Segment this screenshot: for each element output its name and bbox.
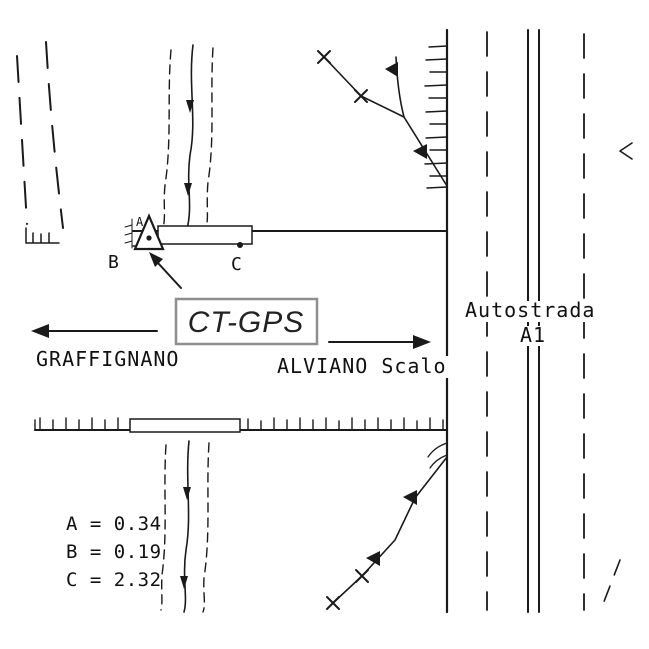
point-a-label: A bbox=[136, 215, 144, 229]
stream-upper bbox=[162, 44, 214, 230]
pennant-flag-icon bbox=[385, 62, 398, 77]
direction-arrows bbox=[31, 324, 431, 349]
survey-triangle-marker bbox=[133, 213, 165, 251]
stream-bank-right bbox=[205, 47, 214, 229]
powerline-upper bbox=[317, 50, 448, 187]
autostrada-label: Autostrada bbox=[465, 298, 595, 322]
horizontal-road bbox=[124, 213, 448, 289]
stream-centerline bbox=[186, 44, 194, 230]
measurement-a: A = 0.34 bbox=[66, 513, 162, 535]
stream-flow-arrow-icon bbox=[184, 183, 192, 196]
dashed-road-edge bbox=[16, 55, 28, 225]
stream-lower bbox=[160, 440, 210, 613]
pennant-flag-icon bbox=[403, 490, 417, 505]
graffignano-label: GRAFFIGNANO bbox=[36, 347, 179, 371]
stream-flow-arrow-icon bbox=[186, 100, 194, 113]
survey-station-dot bbox=[146, 235, 152, 241]
station-label: CT-GPS bbox=[188, 306, 305, 339]
measurements-block: A = 0.34 B = 0.19 C = 2.32 bbox=[66, 513, 162, 591]
point-c-label: C bbox=[231, 254, 242, 275]
corner-dashes bbox=[599, 559, 621, 613]
stream-bank-left bbox=[162, 49, 172, 228]
triangle-side-hatch bbox=[124, 218, 133, 249]
stream-bank-right bbox=[202, 442, 210, 613]
stream-flow-arrow-icon bbox=[180, 576, 188, 589]
a1-label: A1 bbox=[520, 323, 546, 347]
map-labels: GRAFFIGNANO ALVIANO Scalo Autostrada A1 … bbox=[36, 215, 599, 378]
stream-bank-left bbox=[160, 444, 167, 611]
cross-mark-icon bbox=[326, 596, 340, 610]
measurement-c: C = 2.32 bbox=[66, 569, 162, 591]
arrow-right-head-icon bbox=[413, 335, 431, 349]
stream-flow-arrow-icon bbox=[183, 487, 191, 500]
measurement-b: B = 0.19 bbox=[66, 541, 162, 563]
bridge-lower bbox=[129, 418, 241, 433]
label-backdrop bbox=[275, 356, 451, 378]
label-backdrop bbox=[462, 301, 599, 322]
pennant-flag-icon bbox=[413, 144, 427, 159]
arrow-left-head-icon bbox=[31, 324, 49, 338]
dashed-road-edge bbox=[45, 41, 64, 229]
cross-mark-icon bbox=[317, 50, 331, 64]
powerline-main bbox=[395, 56, 448, 187]
left-dashed-road bbox=[16, 41, 64, 244]
embankment-road-lower bbox=[34, 417, 448, 433]
field-comb-marks bbox=[25, 227, 60, 244]
point-b-label: B bbox=[108, 252, 119, 273]
cross-mark-icon bbox=[355, 569, 369, 583]
embankment-hatching-top bbox=[424, 45, 448, 189]
powerline-main bbox=[332, 456, 448, 604]
roadside-tick-icon bbox=[619, 142, 633, 160]
station-box-frame bbox=[174, 297, 319, 346]
pointer-arrow-shaft bbox=[157, 262, 182, 289]
alviano-label: ALVIANO Scalo bbox=[277, 354, 447, 378]
embankment-ticks-left bbox=[34, 417, 119, 431]
bridge-upper bbox=[157, 225, 253, 245]
stream-centerline bbox=[183, 440, 190, 613]
pointer-arrow-head-icon bbox=[149, 252, 163, 267]
pennant-flag-icon bbox=[366, 551, 380, 566]
embankment-ticks-right bbox=[247, 417, 444, 431]
powerline-lower bbox=[326, 456, 448, 610]
embankment-hatching-bottom bbox=[427, 442, 448, 469]
station-label-box: CT-GPS bbox=[174, 297, 319, 346]
cross-mark-icon bbox=[354, 89, 368, 103]
main-vertical-road bbox=[424, 28, 449, 614]
label-backdrop bbox=[514, 326, 556, 346]
point-c-dot bbox=[237, 242, 243, 248]
